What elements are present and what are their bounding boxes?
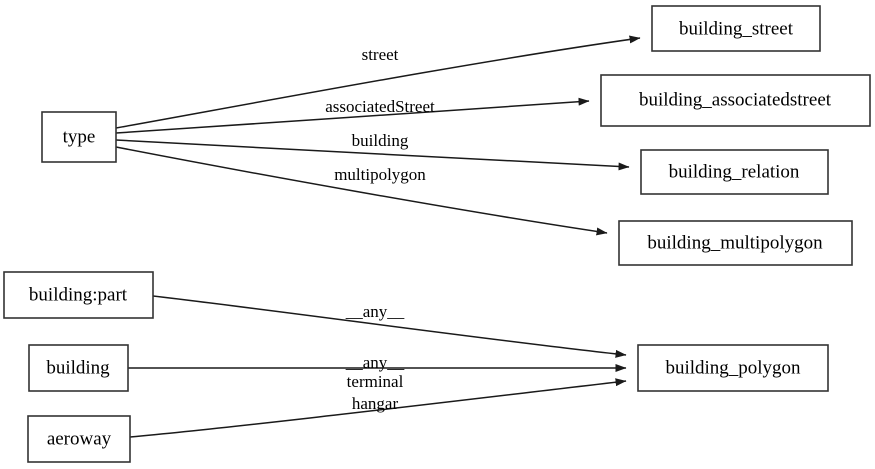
node-label: type <box>63 126 96 147</box>
graph-edge: multipolygon <box>115 146 608 236</box>
graph-node-building_relation[interactable]: building_relation <box>640 149 829 195</box>
graph-edge: building <box>115 131 630 171</box>
edge-label: __any__ <box>345 353 405 372</box>
node-box[interactable] <box>637 344 829 392</box>
node-box[interactable] <box>618 220 853 266</box>
node-label: building_polygon <box>665 357 801 378</box>
graph-node-building_polygon[interactable]: building_polygon <box>637 344 829 392</box>
node-label: building_associatedstreet <box>639 89 832 110</box>
edge-line <box>115 35 641 129</box>
graph-node-building_street[interactable]: building_street <box>651 5 821 52</box>
graph-node-building_part[interactable]: building:part <box>3 271 154 319</box>
edge-label: associatedStreet <box>325 97 435 116</box>
node-label: aeroway <box>47 428 112 449</box>
edge-line <box>129 378 627 438</box>
graph-node-type[interactable]: type <box>41 111 117 163</box>
graph-edge: __any__ <box>152 295 627 358</box>
edge-label: building <box>352 131 409 150</box>
node-box[interactable] <box>41 111 117 163</box>
edge-label: street <box>362 45 399 64</box>
node-label: building_multipolygon <box>647 232 823 253</box>
graph-edge: associatedStreet <box>115 97 590 134</box>
nodes-layer: type building_street building_associatedst… <box>3 5 871 463</box>
graph-node-building_associatedstreet[interactable]: building_associatedstreet <box>600 74 871 127</box>
node-box[interactable] <box>28 344 129 392</box>
node-box[interactable] <box>600 74 871 127</box>
edge-line <box>115 146 608 236</box>
edge-label: multipolygon <box>334 165 426 184</box>
node-box[interactable] <box>3 271 154 319</box>
graph-node-building[interactable]: building <box>28 344 129 392</box>
graph-edge: street <box>115 35 641 129</box>
node-label: building_relation <box>669 161 800 182</box>
edge-line <box>152 295 627 358</box>
node-label: building_street <box>679 18 794 39</box>
graph-node-aeroway[interactable]: aeroway <box>27 415 131 463</box>
node-box[interactable] <box>640 149 829 195</box>
node-box[interactable] <box>651 5 821 52</box>
edge-label: __any__ <box>345 302 405 321</box>
edges-layer: street associatedStreet building multipolyg… <box>115 35 641 438</box>
node-box[interactable] <box>27 415 131 463</box>
edge-line <box>115 97 590 134</box>
node-label: building <box>46 357 110 378</box>
node-label: building:part <box>29 284 128 305</box>
graph-node-building_multipolygon[interactable]: building_multipolygon <box>618 220 853 266</box>
graph-edge: __any__ <box>128 353 627 372</box>
edge-line <box>115 139 630 171</box>
